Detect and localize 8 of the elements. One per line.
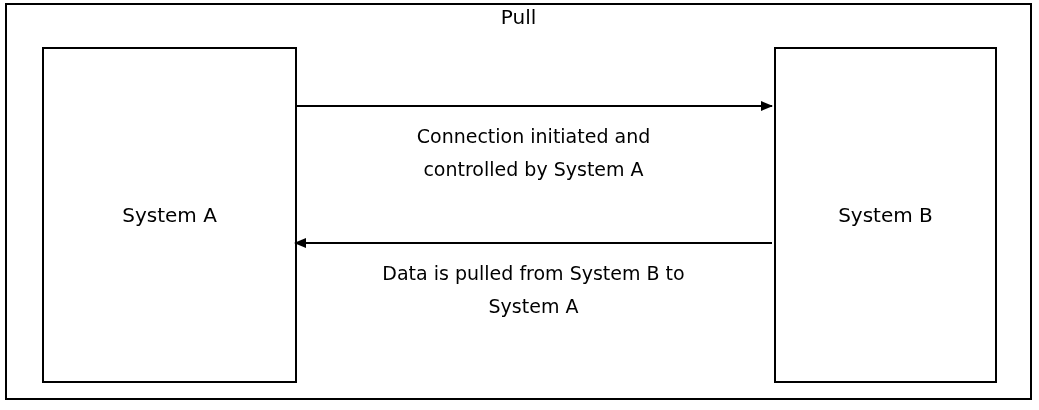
system-label: System B	[838, 202, 933, 229]
arrow	[294, 101, 773, 111]
frame-label: Pull	[500, 5, 537, 29]
system-label: System A	[122, 202, 217, 229]
arrow	[294, 238, 773, 248]
diagram-frame	[5, 3, 1032, 400]
system-box	[42, 47, 297, 383]
system-box	[774, 47, 997, 383]
